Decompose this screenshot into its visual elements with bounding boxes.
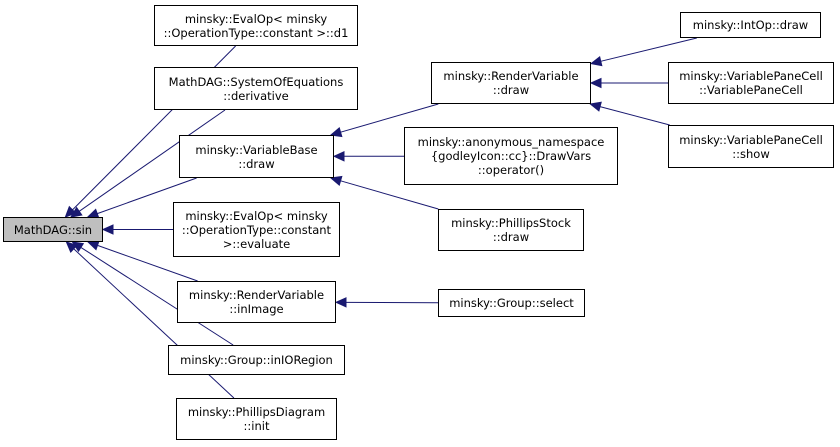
node-label-line: minsky::RenderVariable xyxy=(443,69,579,83)
node-label-line: ::VariablePaneCell xyxy=(699,83,803,97)
edge-intop-draw-to-rv-draw xyxy=(600,37,697,62)
node-label-line: ::draw xyxy=(492,230,530,244)
node-label-line: ::inImage xyxy=(229,302,284,316)
node-label-line: ::operator() xyxy=(477,163,545,177)
node-vpc-ctor[interactable]: minsky::VariablePaneCell::VariablePaneCe… xyxy=(668,62,834,104)
node-phillipsdiagram-init[interactable]: minsky::PhillipsDiagram::init xyxy=(176,398,337,440)
node-soe-derivative[interactable]: MathDAG::SystemOfEquations::derivative xyxy=(154,67,358,110)
node-label-line: ::show xyxy=(732,146,770,161)
node-label-line: ::derivative xyxy=(223,88,289,103)
node-label-line: {godleyIcon::cc}::DrawVars xyxy=(430,149,592,163)
edge-phillipsstock-draw-to-varbase-draw xyxy=(340,180,439,210)
node-label-line: MathDAG::SystemOfEquations xyxy=(168,74,344,89)
node-label-line: minsky::VariablePaneCell xyxy=(679,69,823,83)
edge-rv-draw-to-varbase-draw xyxy=(340,103,439,133)
node-label-line: ::OperationType::constant >::d1 xyxy=(163,25,349,40)
edge-arrowhead xyxy=(589,77,602,89)
node-group-select[interactable]: minsky::Group::select xyxy=(438,289,585,317)
node-group-inioregion[interactable]: minsky::Group::inIORegion xyxy=(168,345,345,375)
edge-group-inioregion-to-sin xyxy=(80,246,234,346)
node-vpc-show[interactable]: minsky::VariablePaneCell::show xyxy=(668,125,834,168)
edge-rv-inimage-to-sin xyxy=(97,244,198,282)
node-label-line: ::draw xyxy=(492,83,530,97)
node-rv-inimage[interactable]: minsky::RenderVariable::inImage xyxy=(177,281,336,323)
edge-arrowhead xyxy=(64,205,77,218)
node-label-line: minsky::PhillipsStock xyxy=(451,216,571,230)
node-sin[interactable]: MathDAG::sin xyxy=(3,217,103,242)
edge-arrowhead xyxy=(70,206,83,218)
edge-arrowhead xyxy=(589,56,603,67)
node-label-line: minsky::Group::select xyxy=(449,296,574,310)
node-anon-drawvars[interactable]: minsky::anonymous_namespace{godleyIcon::… xyxy=(404,127,618,185)
edge-vpc-show-to-rv-draw xyxy=(599,106,670,126)
node-evalop-d1[interactable]: minsky::EvalOp< minsky::OperationType::c… xyxy=(154,5,358,46)
node-phillipsstock-draw[interactable]: minsky::PhillipsStock::draw xyxy=(438,209,584,251)
edge-arrowhead xyxy=(101,224,114,235)
edge-phillipsdiagram-init-to-sin xyxy=(73,248,235,399)
node-label-line: ::init xyxy=(243,419,270,433)
edge-arrowhead xyxy=(329,127,343,138)
node-label-line: minsky::anonymous_namespace xyxy=(417,135,605,149)
edge-arrowhead xyxy=(65,241,78,254)
node-label-line: minsky::IntOp::draw xyxy=(692,18,809,32)
edge-arrowhead xyxy=(332,151,345,162)
node-label-line: >::evaluate xyxy=(222,236,291,251)
node-evalop-evaluate[interactable]: minsky::EvalOp< minsky::OperationType::c… xyxy=(173,202,340,257)
node-label-line: minsky::EvalOp< minsky xyxy=(185,208,328,223)
node-label-line: minsky::RenderVariable xyxy=(188,288,325,302)
node-varbase-draw[interactable]: minsky::VariableBase::draw xyxy=(179,135,334,178)
edge-soe-derivative-to-sin xyxy=(78,109,226,212)
node-label-line: ::draw xyxy=(238,156,275,171)
node-intop-draw[interactable]: minsky::IntOp::draw xyxy=(680,12,821,38)
node-label-line: minsky::VariablePaneCell xyxy=(679,132,823,147)
node-label-line: minsky::Group::inIORegion xyxy=(180,353,333,367)
node-rv-draw[interactable]: minsky::RenderVariable::draw xyxy=(431,62,591,104)
edge-varbase-draw-to-sin xyxy=(97,177,197,215)
node-label-line: minsky::EvalOp< minsky xyxy=(184,11,328,26)
edge-arrowhead xyxy=(86,240,100,251)
node-label-line: minsky::PhillipsDiagram xyxy=(187,405,326,419)
edge-arrowhead xyxy=(334,297,347,308)
edge-arrowhead xyxy=(329,175,343,186)
node-label-line: ::OperationType::constant xyxy=(181,222,332,237)
node-label-line: MathDAG::sin xyxy=(13,222,93,237)
edge-arrowhead xyxy=(589,101,602,112)
node-label-line: minsky::VariableBase xyxy=(195,142,318,157)
